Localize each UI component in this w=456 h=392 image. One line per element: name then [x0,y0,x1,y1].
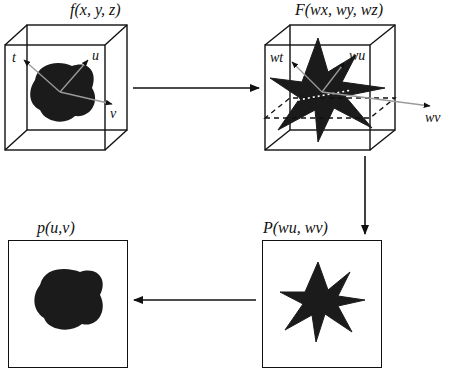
axis-line [292,62,322,92]
slice-plane [265,98,395,118]
axis-line [60,60,88,92]
projection-panel: p(u,v) [8,240,128,368]
panel-heading: f(x, y, z) [70,1,121,19]
axis-line [24,60,60,92]
volume-panel: f(x, y, z) [5,25,127,150]
cube-edge [265,130,290,150]
cube-edge [5,130,27,150]
cube-edge [370,25,395,45]
panel-heading: F(wx, wy, wz) [295,1,383,19]
transform-arrow [133,87,259,89]
axis-label: wu [349,48,365,64]
cube-edge [105,25,127,45]
spectrum-star [270,38,385,142]
axis-label: wt [270,50,283,66]
axis-line [60,92,112,104]
panel-heading: p(u,v) [37,219,75,237]
axis-line [322,62,345,92]
cube-back-face [27,25,127,130]
spectrum-panel: F(wx, wy, wz) [265,25,395,150]
cube-front-face [5,45,105,150]
axis-label: wv [425,110,441,126]
transform-arrow [134,299,256,301]
cube-edge [370,130,395,150]
slice-panel: P(wu, wv) [262,240,382,368]
axis-label: t [12,50,16,66]
cube-edge [5,25,27,45]
panel-heading: P(wu, wv) [263,219,328,237]
cube-edge [105,130,127,150]
axis-line [322,92,430,106]
cube-edge [265,25,290,45]
slice-star [280,262,365,342]
axis-label: u [92,48,99,64]
transform-arrow [364,156,366,234]
axis-label: v [110,106,116,122]
projection-blob [34,269,102,330]
